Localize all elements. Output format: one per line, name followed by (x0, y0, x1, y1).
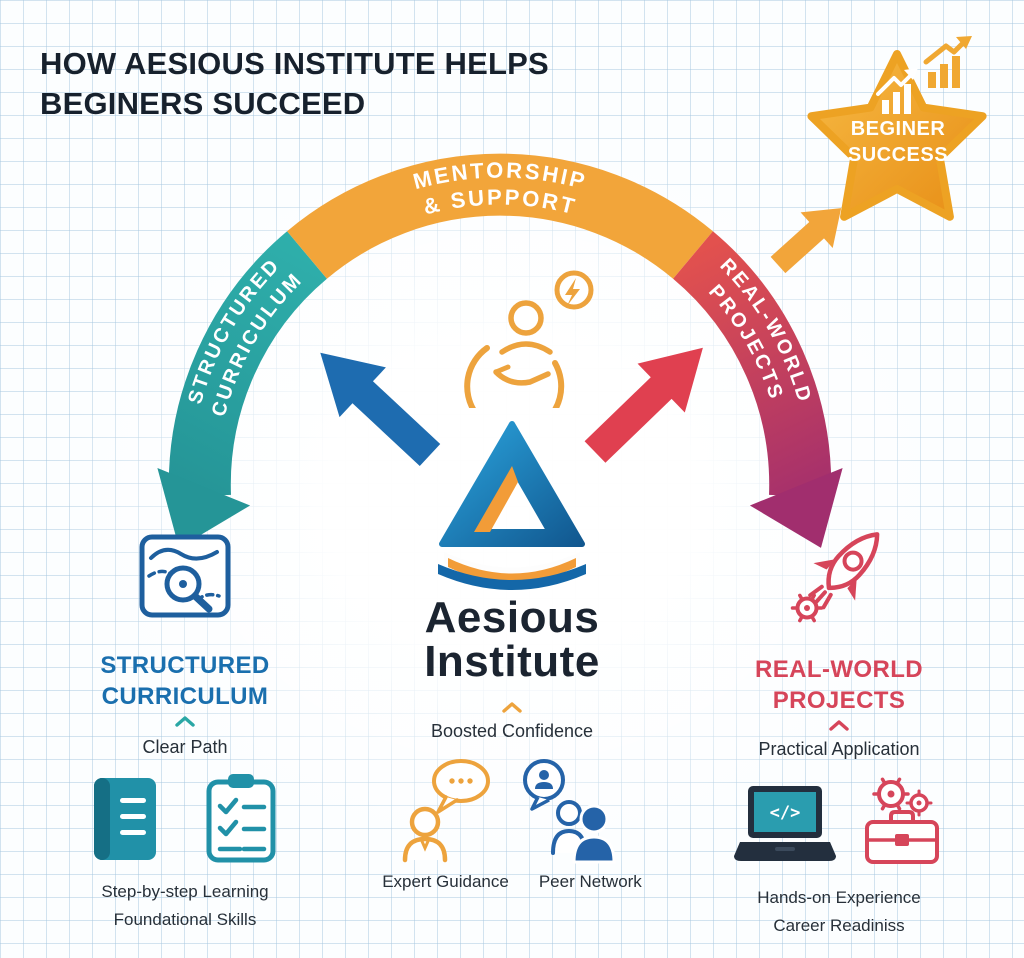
aesious-logo (424, 420, 600, 613)
star-label-line-1: BEGINER (850, 118, 946, 140)
left-caret (175, 716, 195, 728)
right-pillar-heading: REAL-WORLD PROJECTS (755, 654, 923, 716)
growth-chart-icon-inner (876, 68, 918, 114)
logo-triangle-accent (474, 466, 518, 532)
center-feature-1: Expert Guidance (382, 872, 509, 891)
peer-network-icon (523, 759, 616, 864)
star-label-line-2: SUCCESS (847, 144, 949, 166)
right-heading-line-1: REAL-WORLD (755, 656, 923, 683)
brand-line-1: Aesious (424, 593, 600, 642)
center-feature-labels: Expert Guidance Peer Network (382, 872, 642, 892)
right-icon-row: </> (733, 774, 945, 868)
book-icon (94, 778, 156, 861)
left-features: Step-by-step Learning Foundational Skill… (101, 878, 268, 933)
logo-book-pages-orange (448, 558, 576, 583)
lightning-bolt-icon (565, 278, 580, 306)
star-label: BEGINER SUCCESS (798, 116, 998, 168)
center-icon-row (399, 756, 625, 864)
right-features: Hands-on Experience Career Readiniss (757, 884, 920, 939)
arc-segment-curriculum (168, 231, 328, 498)
title-line-2: BEGINERS SUCCEED (40, 86, 366, 122)
title-line-1: HOW AESIOUS INSTITUTE HELPS (40, 46, 549, 81)
right-benefit: Practical Application (758, 739, 920, 760)
left-feature-2: Foundational Skills (113, 909, 257, 929)
pillar-mentorship-support: Boosted Confidence (377, 702, 647, 892)
arc-arrowhead-right (749, 467, 843, 548)
brand-line-2: Institute (424, 637, 600, 686)
growth-chart-icon-outer (923, 36, 972, 88)
right-heading-line-2: PROJECTS (772, 687, 906, 715)
arc-segment-projects (672, 231, 832, 498)
rocket-icon (790, 532, 880, 623)
beginner-success-badge: BEGINER SUCCESS (798, 32, 998, 242)
arc-segment-mentorship (287, 153, 713, 279)
right-caret (829, 720, 849, 732)
left-pillar-heading: STRUCTURED CURRICULUM (100, 650, 269, 712)
code-glyph: </> (770, 803, 801, 823)
chevron-up-icon (829, 720, 849, 732)
center-caret (502, 702, 522, 713)
page-title: HOW AESIOUS INSTITUTE HELPS BEGINERS SUC… (40, 44, 549, 125)
center-benefit: Boosted Confidence (430, 721, 594, 741)
center-feature-2: Peer Network (538, 872, 642, 891)
checklist-icon (206, 774, 276, 863)
expert-guidance-icon (402, 759, 490, 863)
success-star-graphic (807, 36, 987, 221)
logo-book-cover (438, 564, 586, 590)
right-feature-2: Career Readiniss (773, 915, 905, 935)
left-benefit: Clear Path (142, 737, 228, 758)
arc-arrowhead-left (157, 467, 251, 548)
star-icon (807, 50, 987, 221)
chevron-up-icon (502, 702, 522, 713)
brand-wordmark: Aesious Institute (337, 596, 687, 684)
mentorship-illustration (452, 258, 612, 437)
aesious-logo-icon (438, 421, 586, 590)
left-heading-line-2: CURRICULUM (101, 683, 269, 711)
mentorship-icon (464, 270, 594, 437)
gear-icon (790, 593, 824, 623)
gear-toolbox-icon (865, 777, 939, 865)
left-feature-1: Step-by-step Learning (101, 882, 269, 902)
arrow-to-curriculum (320, 352, 441, 466)
left-icon-row (92, 772, 278, 864)
right-feature-1: Hands-on Experience (757, 888, 921, 908)
laptop-code-icon: </> (734, 786, 836, 862)
arrow-to-projects (584, 347, 703, 463)
pillar-structured-curriculum: STRUCTURED CURRICULUM Clear Path (58, 528, 312, 933)
arrow-to-success (770, 208, 842, 274)
pillar-real-world-projects: REAL-WORLD PROJECTS Practical Applicatio… (706, 520, 972, 939)
map-search-icon (139, 534, 231, 618)
left-heading-line-1: STRUCTURED (100, 652, 270, 679)
chevron-up-icon (175, 716, 195, 728)
